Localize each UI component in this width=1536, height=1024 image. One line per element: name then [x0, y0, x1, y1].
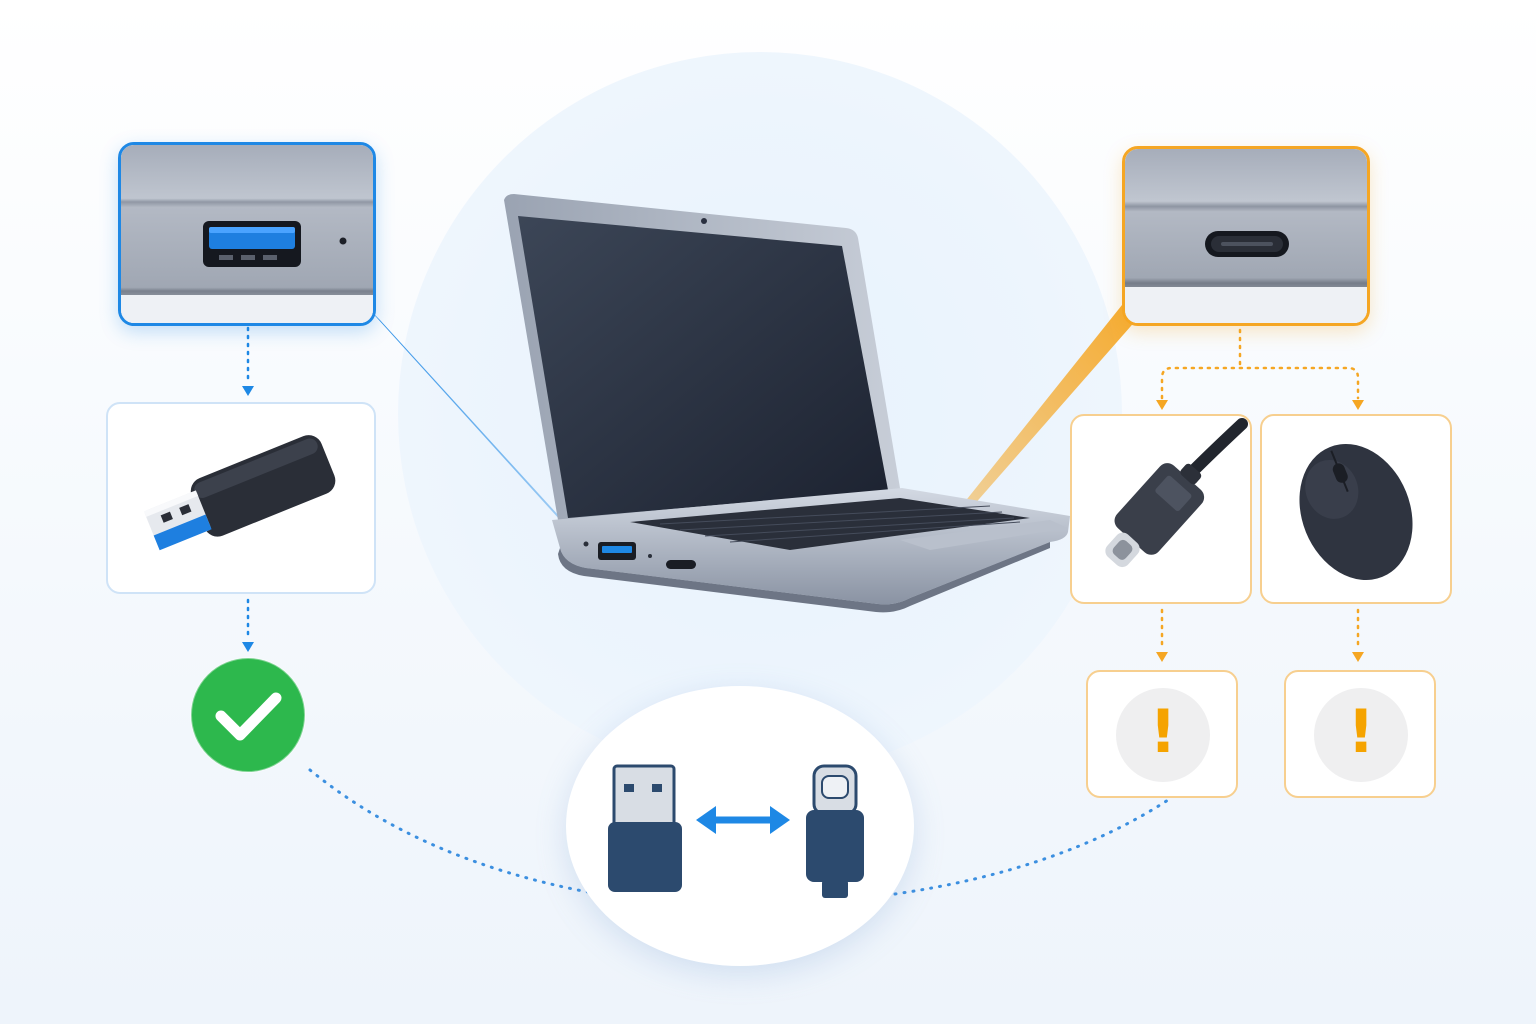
arrow-head	[242, 642, 254, 652]
usb-c-plug-icon	[806, 764, 864, 898]
indicator-light	[583, 541, 589, 547]
webcam-icon	[701, 218, 707, 224]
arrow-head	[1156, 652, 1168, 662]
warning-symbol: !	[1347, 697, 1375, 767]
usb-a-callout-beam	[368, 308, 570, 528]
double-arrow-icon	[696, 806, 790, 834]
usb-c-cable-icon	[1105, 418, 1248, 568]
warning-card-cable: !	[1086, 670, 1238, 798]
usb-a-port-closeup	[118, 142, 376, 326]
arrow-head	[1352, 652, 1364, 662]
warning-symbol: !	[1149, 697, 1177, 767]
arrow-head	[1156, 400, 1168, 410]
laptop-usb-c-port	[666, 560, 696, 569]
laptop-keyboard	[630, 498, 1030, 550]
adapter-bubble	[566, 686, 914, 966]
wireless-mouse-icon	[1299, 444, 1413, 580]
warning-card-mouse: !	[1284, 670, 1436, 798]
laptop-screen	[518, 216, 888, 518]
laptop-edge	[558, 542, 1050, 613]
laptop	[504, 194, 1070, 613]
usb-flash-drive-icon	[190, 435, 336, 537]
arrow-head	[242, 386, 254, 396]
warning-icon: !	[1314, 688, 1408, 782]
usb-c-port-closeup	[1122, 146, 1370, 326]
arc-adapter-to-warning	[893, 798, 1170, 896]
warning-icon: !	[1116, 688, 1210, 782]
usb-flash-drive-card	[106, 402, 376, 594]
arrow-head	[1352, 400, 1364, 410]
wireless-mouse-card	[1260, 414, 1452, 604]
arc-check-to-adapter	[308, 768, 590, 894]
usb-c-cable-card	[1070, 414, 1252, 604]
usb-a-plug-icon	[608, 764, 682, 892]
checkmark-icon	[190, 657, 306, 773]
laptop-trackpad	[900, 520, 1068, 550]
arrow-split-branches	[1160, 366, 1360, 400]
